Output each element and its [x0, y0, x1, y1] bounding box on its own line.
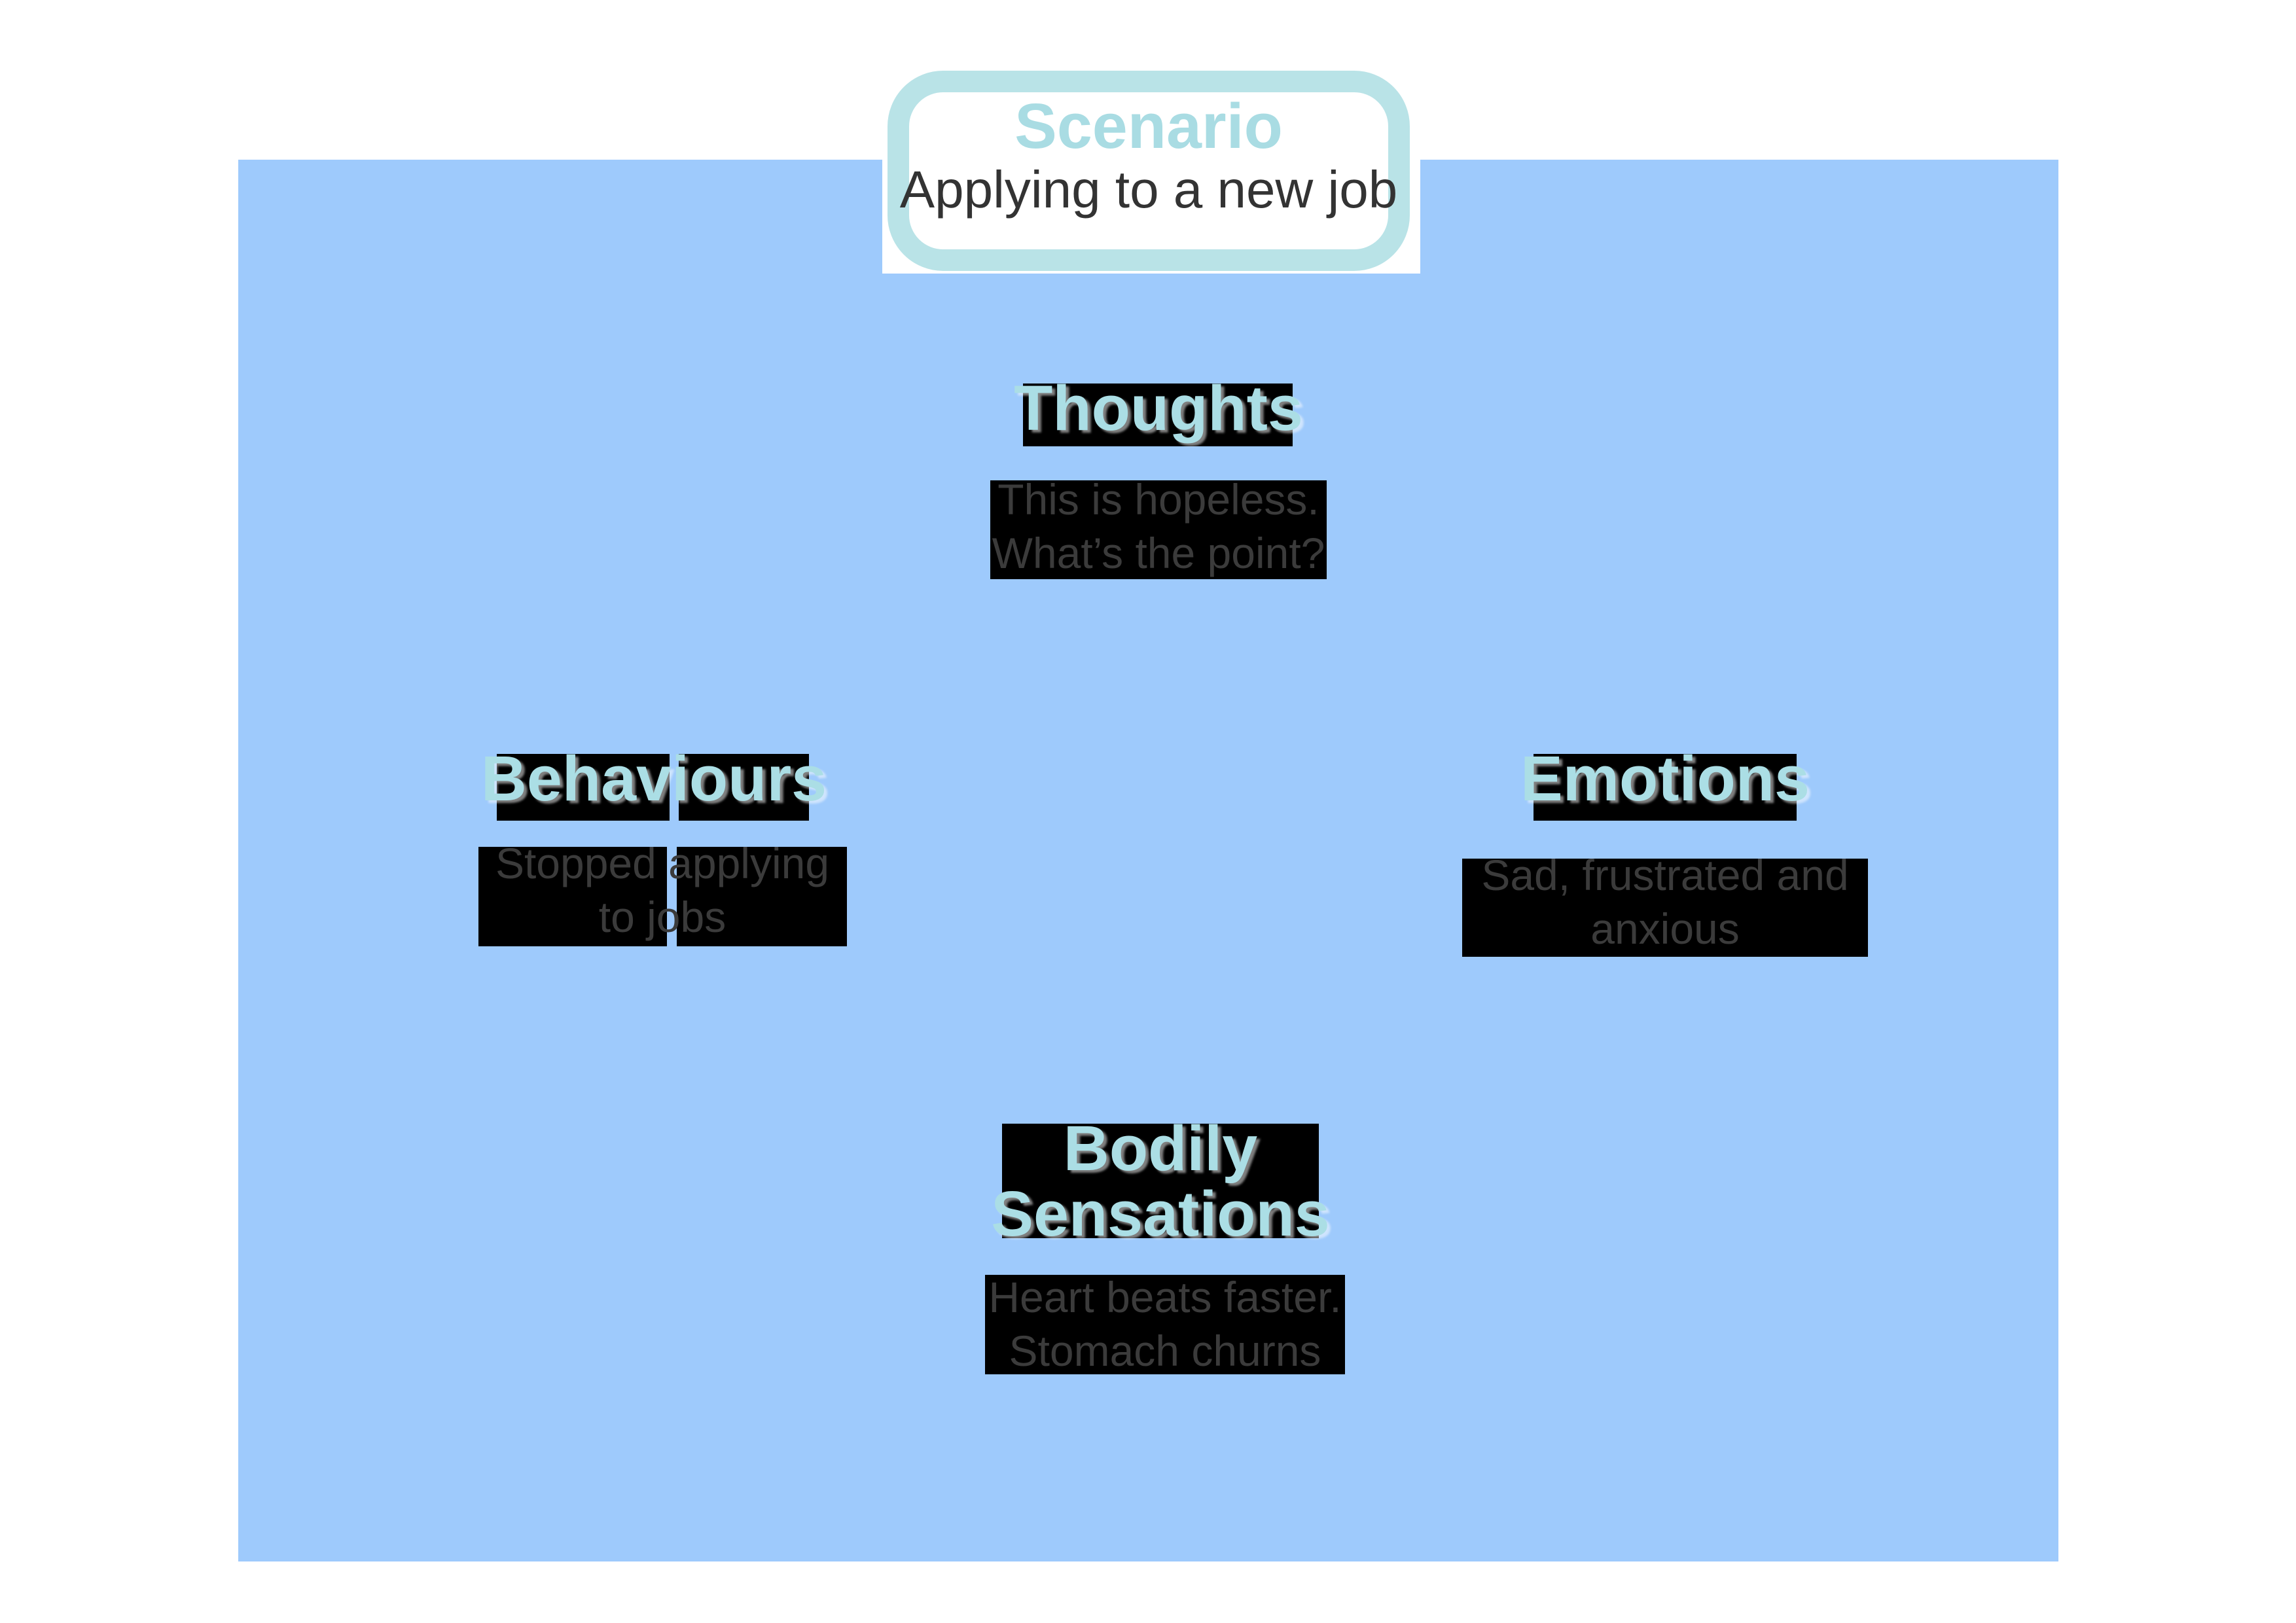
behaviours-heading-highlight-right — [679, 754, 809, 821]
behaviours-heading: Behaviours — [480, 743, 827, 814]
scenario-subtitle: Applying to a new job — [899, 160, 1398, 219]
bodily-sensations-heading: Bodily Sensations — [991, 1113, 1330, 1249]
behaviours-body-highlight-right — [677, 847, 847, 946]
bodily-sensations-heading-highlight — [1002, 1124, 1319, 1238]
emotions-heading-highlight — [1534, 754, 1797, 821]
thoughts-heading-highlight — [1023, 383, 1293, 446]
emotions-body: Sad, frustrated and anxious — [1481, 851, 1849, 953]
scenario-card — [888, 71, 1410, 271]
emotions-heading: Emotions — [1520, 743, 1810, 814]
thoughts-body: This is hopeless. What’s the point? — [992, 475, 1325, 577]
scenario-title: Scenario — [1014, 90, 1283, 162]
behaviours-body: Stopped applying to jobs — [495, 839, 830, 941]
bodily-sensations-body-highlight — [985, 1275, 1345, 1374]
bodily-sensations-body: Heart beats faster. Stomach churns — [988, 1273, 1342, 1375]
behaviours-heading-highlight-left — [497, 754, 670, 821]
thoughts-body-highlight — [990, 480, 1327, 579]
thoughts-heading: Thoughts — [1014, 372, 1303, 444]
emotions-body-highlight — [1462, 859, 1868, 957]
behaviours-body-highlight-left — [478, 847, 667, 946]
